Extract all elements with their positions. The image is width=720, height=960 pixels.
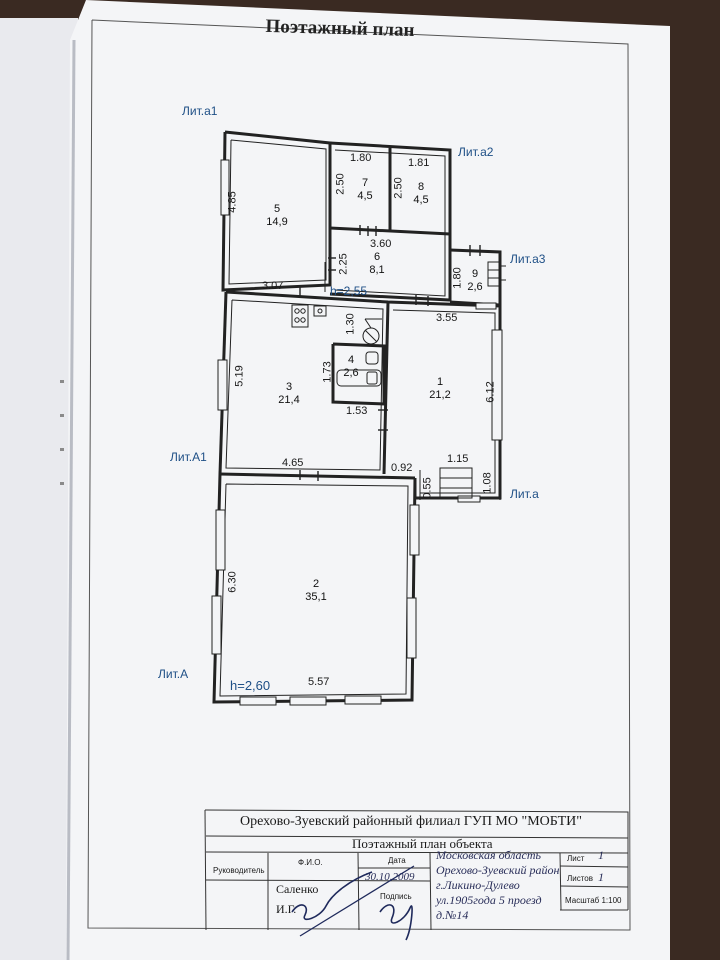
room-number: 6	[373, 251, 381, 263]
signer-surname: Саленко	[276, 882, 319, 896]
room-number: 8	[417, 181, 425, 193]
room-number: 7	[361, 177, 369, 189]
literal-A1: Лит.А1	[170, 450, 207, 464]
scale-label: Масштаб 1:100	[565, 896, 622, 905]
literal-A: Лит.А	[158, 667, 189, 681]
signature-strike	[299, 865, 415, 937]
height-2-60: h=2,60	[230, 678, 271, 693]
room-area: 4,5	[357, 190, 373, 202]
room-area: 35,1	[305, 591, 327, 603]
literal-a3: Лит.а3	[510, 252, 546, 266]
signature-right	[379, 904, 413, 941]
binding-holes	[60, 380, 64, 510]
room-6: 6 8,1	[362, 251, 392, 277]
sheets-value: 1	[598, 870, 604, 884]
room-number: 5	[273, 203, 281, 215]
dim-5-57: 5.57	[308, 676, 330, 688]
dim-1-15: 1.15	[447, 453, 469, 465]
windows	[211, 159, 503, 706]
bathtub-icon	[336, 351, 382, 387]
address-line-2: Орехово-Зуевский район	[436, 863, 560, 877]
binding-edge	[66, 39, 76, 960]
room-8: 8 4,5	[406, 181, 436, 207]
literal-a1: Лит.а1	[182, 104, 218, 118]
room-1: 1 21,2	[425, 376, 455, 402]
floor-plan-sheet	[66, 0, 670, 960]
sheet-frame	[87, 19, 631, 931]
room-3: 3 21,4	[274, 381, 304, 407]
title-block-frame	[204, 809, 629, 931]
room-5: 5 14,9	[262, 203, 292, 229]
room-2: 2 35,1	[301, 578, 331, 604]
signer-initials: И.Г.	[276, 902, 297, 916]
stairs-room9	[487, 261, 506, 287]
height-2-55: h=2,55	[330, 284, 368, 298]
wall-rooms678	[329, 141, 452, 302]
wall-room5	[221, 130, 332, 292]
room-number: 9	[471, 268, 479, 280]
address-line-5: д.№14	[436, 908, 469, 922]
sink-icon	[313, 305, 327, 317]
dim-1-80: 1.80	[350, 152, 372, 164]
dim-0-92: 0.92	[391, 462, 413, 474]
dim-4-65: 4.65	[282, 457, 304, 469]
dim-3-07: 3.07	[262, 280, 284, 292]
room-4: 4 2,6	[336, 354, 366, 380]
fio-label: Ф.И.О.	[298, 858, 323, 867]
literal-a: Лит.а	[510, 487, 539, 501]
room-area: 21,2	[429, 389, 451, 401]
plan-subtitle: Поэтажный план объекта	[352, 836, 493, 851]
room-7: 7 4,5	[350, 177, 380, 203]
wall-78-6	[329, 226, 451, 236]
dim-3-55: 3.55	[436, 312, 458, 324]
sign-label: Подпись	[380, 892, 412, 901]
address-line-3: г.Ликино-Дулево	[436, 878, 520, 892]
dim-1-53: 1.53	[346, 405, 368, 417]
room-area: 8,1	[369, 264, 385, 276]
dim-3-60: 3.60	[370, 238, 392, 250]
room-number: 4	[347, 354, 355, 366]
room-area: 2,6	[343, 367, 359, 379]
wall-3-1	[382, 301, 390, 475]
boiler-icon	[362, 318, 382, 345]
room-number: 3	[285, 381, 293, 393]
address-line-4: ул.1905года 5 проезд	[436, 893, 542, 907]
room-number: 2	[312, 578, 320, 590]
date-label: Дата	[388, 856, 406, 865]
door-marks	[299, 225, 481, 481]
literal-a2: Лит.а2	[458, 145, 494, 159]
room-number: 1	[436, 376, 444, 388]
room-area: 14,9	[266, 216, 288, 228]
sheet-value: 1	[598, 848, 604, 862]
sheet-label: Лист	[567, 854, 585, 863]
address-line-1: Московская область	[436, 848, 541, 862]
head-role: Руководитель	[213, 866, 265, 875]
left-page	[0, 18, 78, 960]
org-name: Орехово-Зуевский районный филиал ГУП МО …	[240, 814, 582, 829]
room-area: 2,6	[467, 281, 483, 293]
room-9: 9 2,6	[460, 268, 490, 294]
wall-bath4	[331, 342, 386, 406]
room-area: 4,5	[413, 194, 429, 206]
sheets-label: Листов	[567, 874, 593, 883]
room-area: 21,4	[278, 394, 300, 406]
dim-1-81: 1.81	[408, 157, 430, 169]
signature-left	[291, 871, 373, 921]
porch-steps	[439, 467, 473, 499]
stove-icon	[291, 304, 309, 328]
